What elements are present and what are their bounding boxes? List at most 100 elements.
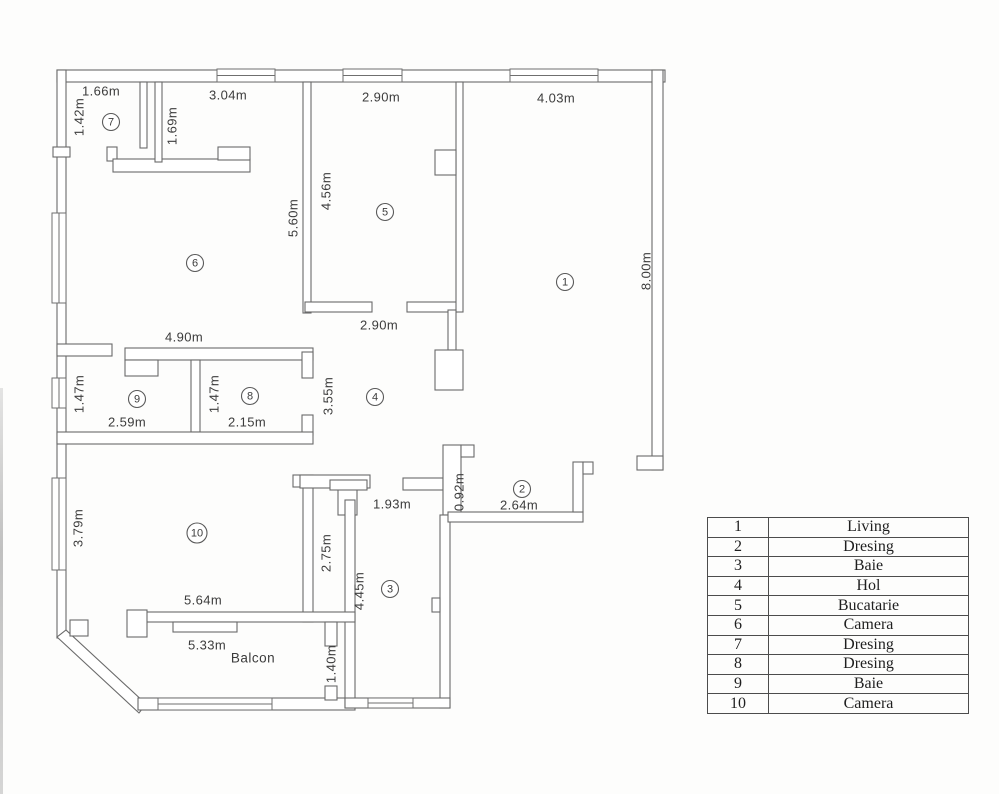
room-number-text: 6 xyxy=(192,258,198,270)
wall xyxy=(172,621,238,633)
dimension-label: 2.75m xyxy=(319,534,334,572)
dimension-label: 2.64m xyxy=(500,498,538,513)
wall xyxy=(402,477,444,491)
dimension-label: 1.93m xyxy=(373,497,411,512)
legend-room-number: 3 xyxy=(707,556,769,577)
dimension-label: 2.15m xyxy=(228,415,266,430)
legend-room-name: Camera xyxy=(768,614,969,636)
room-number-circle xyxy=(240,386,260,406)
wall xyxy=(124,359,159,377)
wall xyxy=(572,461,584,513)
room-number-text: 1 xyxy=(562,277,568,289)
wall xyxy=(460,444,475,458)
room-number-marker: 9 xyxy=(127,389,147,409)
legend-room-number: 8 xyxy=(707,654,769,675)
room-number-marker: 10 xyxy=(186,522,208,544)
wall xyxy=(56,343,113,357)
balcony-label: Balcon xyxy=(231,651,275,666)
dimension-label: 2.90m xyxy=(362,90,400,105)
dimension-label: 3.04m xyxy=(209,88,247,103)
dimension-label: 2.90m xyxy=(360,318,398,333)
legend-room-number: 2 xyxy=(707,536,769,558)
wall xyxy=(302,486,314,623)
legend-room-name: Dresing xyxy=(768,654,969,675)
room-number-text: 10 xyxy=(191,528,203,540)
wall xyxy=(431,597,441,613)
legend-room-number: 5 xyxy=(707,595,769,616)
wall xyxy=(154,81,163,163)
wall xyxy=(455,81,464,313)
window xyxy=(51,477,67,571)
wall xyxy=(651,69,664,471)
legend-room-name: Baie xyxy=(768,673,969,695)
wall xyxy=(112,158,251,173)
wall xyxy=(301,351,314,379)
room-number-marker: 3 xyxy=(380,579,400,599)
window xyxy=(216,68,276,83)
room-number-text: 3 xyxy=(387,584,393,596)
legend-room-number: 6 xyxy=(707,614,769,636)
room-number-circle xyxy=(127,389,147,409)
dimension-label: 1.47m xyxy=(72,375,87,413)
wall xyxy=(439,514,451,709)
legend-room-name: Dresing xyxy=(768,536,969,558)
dimension-label: 5.33m xyxy=(188,638,226,653)
window xyxy=(342,68,403,83)
legend-room-name: Dresing xyxy=(768,634,969,656)
dimension-label: 3.79m xyxy=(71,509,86,547)
room-number-text: 4 xyxy=(372,392,378,404)
legend-room-name: Camera xyxy=(768,693,969,714)
window xyxy=(51,212,67,304)
legend-room-name: Baie xyxy=(768,556,969,577)
room-number-circle xyxy=(555,272,575,292)
room-number-circle xyxy=(380,579,400,599)
dimension-label: 4.56m xyxy=(319,172,334,210)
wall xyxy=(132,611,356,623)
wall xyxy=(329,479,368,491)
legend-room-number: 10 xyxy=(707,693,769,714)
legend-room-number: 9 xyxy=(707,673,769,695)
dimension-label: 1.69m xyxy=(165,107,180,145)
room-number-marker: 4 xyxy=(365,387,385,407)
scan-edge-artifact xyxy=(0,388,3,794)
legend-room-number: 7 xyxy=(707,634,769,656)
window xyxy=(51,377,67,409)
dimension-label: 3.55m xyxy=(321,377,336,415)
wall xyxy=(324,621,338,647)
dimension-label: 1.40m xyxy=(324,645,339,683)
wall xyxy=(106,146,118,162)
room-number-marker: 6 xyxy=(185,253,205,273)
wall xyxy=(124,347,314,361)
wall xyxy=(69,619,89,637)
dimension-label: 5.60m xyxy=(286,199,301,237)
room-number-circle xyxy=(375,202,395,222)
room-number-marker: 5 xyxy=(375,202,395,222)
room-number-text: 7 xyxy=(108,117,114,129)
room-number-circle xyxy=(185,253,205,273)
room-number-marker: 2 xyxy=(512,479,532,499)
room-number-circle xyxy=(512,479,532,499)
dimension-label: 4.90m xyxy=(165,330,203,345)
wall xyxy=(139,81,148,149)
dimension-label: 1.47m xyxy=(207,375,222,413)
dimension-label: 4.45m xyxy=(352,572,367,610)
dimension-label: 8.00m xyxy=(639,252,654,290)
wall xyxy=(447,511,584,523)
wall-pillar xyxy=(434,349,464,391)
wall xyxy=(434,149,457,176)
wall xyxy=(324,685,338,701)
room-number-marker: 1 xyxy=(555,272,575,292)
legend-room-number: 1 xyxy=(707,517,769,538)
legend-room-name: Bucatarie xyxy=(768,595,969,616)
wall xyxy=(636,455,664,471)
wall xyxy=(190,359,201,433)
room-number-text: 8 xyxy=(247,391,253,403)
room-number-circle xyxy=(186,522,208,544)
